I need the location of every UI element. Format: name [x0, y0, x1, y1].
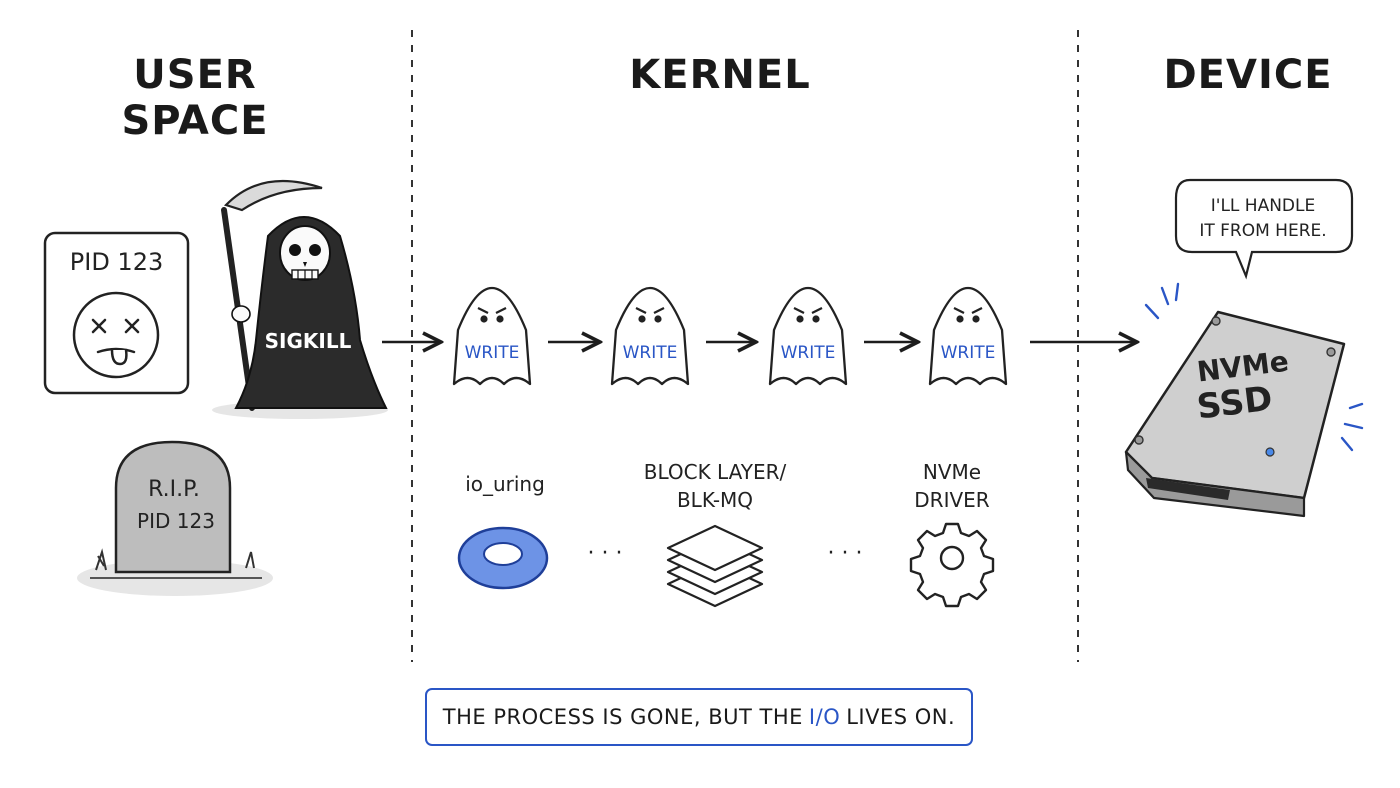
ghost-brow	[811, 307, 823, 314]
ghost-brow	[793, 307, 805, 314]
stage-label-nvme-driver-line-2: DRIVER	[914, 488, 990, 512]
ghost-eye	[972, 315, 980, 323]
ghost-brow	[635, 307, 647, 314]
ellipsis-1: · · ·	[587, 541, 623, 566]
ghost-eye	[654, 315, 662, 323]
stage-label-nvme-driver: NVMe DRIVER	[892, 458, 1012, 514]
ellipsis-2: · · ·	[827, 541, 863, 566]
process-card	[43, 231, 190, 395]
stage-label-block-layer-line-1: BLOCK LAYER/	[643, 460, 787, 484]
write-ghost: WRITE	[928, 286, 1008, 386]
bubble-line-2: IT FROM HERE.	[1199, 221, 1326, 241]
ghost-icon	[928, 286, 1008, 386]
layers-icon	[666, 524, 764, 608]
ring-icon	[457, 526, 549, 590]
stage-label-block-layer: BLOCK LAYER/ BLK-MQ	[620, 458, 810, 514]
footer-text-highlight: I/O	[808, 705, 841, 729]
ghost-brow	[653, 307, 665, 314]
ghost-eye	[480, 315, 488, 323]
ghost-icon	[610, 286, 690, 386]
dead-face-icon	[91, 318, 140, 366]
ghost-eye	[812, 315, 820, 323]
tombstone-line-1: R.I.P.	[148, 477, 200, 502]
bubble-line-1: I'LL HANDLE	[1211, 196, 1315, 216]
stage-label-io-uring: io_uring	[465, 472, 545, 496]
ghost-icon	[768, 286, 848, 386]
ssd-label-line-2: SSD	[1195, 379, 1275, 428]
column-title-kernel: KERNEL	[629, 52, 811, 98]
process-card-pid: PID 123	[69, 248, 164, 276]
ghost-brow	[971, 307, 983, 314]
ghost-eye	[796, 315, 804, 323]
column-title-device: DEVICE	[1163, 52, 1333, 98]
gear-icon	[909, 522, 995, 608]
ghost-brow	[953, 307, 965, 314]
ghost-write-label: WRITE	[781, 343, 836, 363]
write-ghosts: WRITE WRITE WRITE WRITE	[452, 286, 1008, 386]
footer-text-before: THE PROCESS IS GONE, BUT THE	[442, 705, 803, 729]
tombstone-icon	[77, 440, 273, 596]
write-ghost: WRITE	[452, 286, 532, 386]
ghost-brow	[477, 307, 489, 314]
ghost-eye	[496, 315, 504, 323]
ghost-brow	[495, 307, 507, 314]
ghost-write-label: WRITE	[941, 343, 996, 363]
write-ghost: WRITE	[610, 286, 690, 386]
ghost-write-label: WRITE	[465, 343, 520, 363]
footer-text-after: LIVES ON.	[846, 705, 956, 729]
stage-label-nvme-driver-line-1: NVMe	[922, 460, 982, 484]
column-title-user-space: USER SPACE	[121, 52, 269, 144]
tombstone-line-2: PID 123	[137, 509, 215, 533]
write-ghost: WRITE	[768, 286, 848, 386]
ghost-icon	[452, 286, 532, 386]
ghost-write-label: WRITE	[623, 343, 678, 363]
ssd-icon	[1124, 282, 1364, 518]
footer-banner: THE PROCESS IS GONE, BUT THE I/O LIVES O…	[425, 688, 973, 746]
ghost-eye	[638, 315, 646, 323]
stage-label-block-layer-line-2: BLK-MQ	[676, 488, 754, 512]
reaper-signal-label: SIGKILL	[265, 329, 352, 353]
ghost-eye	[956, 315, 964, 323]
speech-bubble	[1174, 178, 1354, 280]
grim-reaper-icon	[212, 179, 388, 419]
